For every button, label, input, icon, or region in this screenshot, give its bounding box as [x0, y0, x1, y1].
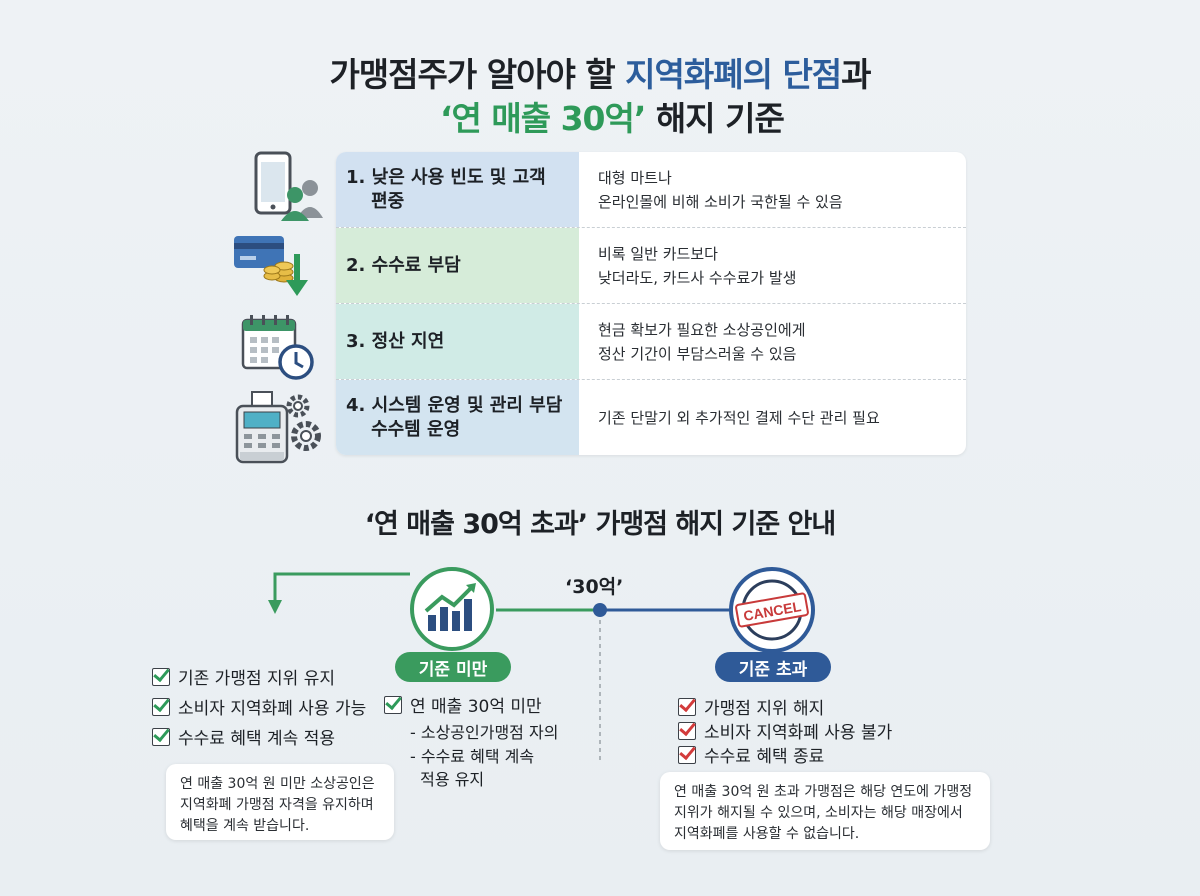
criteria-timeline — [268, 572, 730, 760]
green-checkbox-icon — [152, 667, 170, 686]
pos-gears-icon — [235, 391, 321, 464]
below-check-item: 기존 가맹점 지위 유지 — [152, 664, 335, 689]
table-row: 2. 수수료 부담 비록 일반 카드보다 낮더라도, 카드사 수수료가 발생 — [336, 228, 966, 304]
red-checkbox-icon — [678, 697, 696, 716]
below-summary-check: 연 매출 30억 미만 — [384, 692, 542, 717]
table-row: 4. 시스템 운영 및 관리 부담 수수템 운영 기존 단말기 외 추가적인 결… — [336, 380, 966, 455]
green-checkbox-icon — [384, 695, 402, 714]
below-note: 연 매출 30억 원 미만 소상공인은 지역화폐 가맹점 자격을 유지하며 혜택… — [166, 764, 394, 840]
red-checkbox-icon — [678, 745, 696, 764]
above-note: 연 매출 30억 원 초과 가맹점은 해당 연도에 가맹정 지위가 해지될 수 … — [660, 772, 990, 850]
row-description: 대형 마트나 온라인몰에 비해 소비가 국한될 수 있음 — [598, 168, 843, 211]
above-threshold-pill: 기준 초과 — [715, 652, 831, 682]
table-row: 1. 낮은 사용 빈도 및 고객 편중 대형 마트나 온라인몰에 비해 소비가 … — [336, 152, 966, 228]
below-check-item: 소비자 지역화폐 사용 가능 — [152, 694, 366, 719]
below-check-item: 수수료 혜택 계속 적용 — [152, 724, 335, 749]
row-description: 비록 일반 카드보다 낮더라도, 카드사 수수료가 발생 — [598, 244, 797, 287]
below-summary-item: 적용 유지 — [410, 770, 485, 789]
threshold-label: ‘30억’ — [565, 576, 624, 598]
page-title-line1: 가맹점주가 알아야 할 지역화폐의 단점과 — [329, 55, 871, 94]
row-label: 4. 시스템 운영 및 관리 부담 수수템 운영 — [346, 394, 563, 440]
row-label: 3. 정산 지연 — [346, 330, 445, 352]
below-summary-item: - 소상공인가맹점 자의 — [410, 723, 559, 742]
smartphone-user-icon — [254, 151, 323, 221]
disadvantages-table: 1. 낮은 사용 빈도 및 고객 편중 대형 마트나 온라인몰에 비해 소비가 … — [336, 152, 966, 455]
green-checkbox-icon — [152, 727, 170, 746]
below-summary-item: - 수수료 혜택 계속 — [410, 747, 535, 766]
card-coins-icon — [234, 236, 308, 296]
above-check-item: 가맹점 지위 해지 — [678, 694, 824, 719]
green-checkbox-icon — [152, 697, 170, 716]
above-check-item: 소비자 지역화폐 사용 불가 — [678, 718, 892, 743]
row-label: 1. 낮은 사용 빈도 및 고객 편중 — [346, 166, 546, 212]
above-check-item: 수수료 혜택 종료 — [678, 742, 824, 767]
table-row: 3. 정산 지연 현금 확보가 필요한 소상공인에게 정산 기간이 부담스러울 … — [336, 304, 966, 380]
criteria-title: ‘연 매출 30억 초과’ 가맹점 해지 기준 안내 — [364, 509, 837, 540]
row-label: 2. 수수료 부담 — [346, 254, 461, 276]
below-threshold-pill: 기준 미만 — [395, 652, 511, 682]
calendar-clock-icon — [241, 315, 314, 380]
page-title-line2: ‘연 매출 30억’ 해지 기준 — [440, 99, 785, 138]
growth-chart-icon — [410, 567, 494, 651]
cancel-stamp-icon: CANCEL — [729, 567, 815, 653]
row-description: 현금 확보가 필요한 소상공인에게 정산 기간이 부담스러울 수 있음 — [598, 320, 806, 363]
row-description: 기존 단말기 외 추가적인 결제 수단 관리 필요 — [598, 408, 880, 427]
red-checkbox-icon — [678, 721, 696, 740]
